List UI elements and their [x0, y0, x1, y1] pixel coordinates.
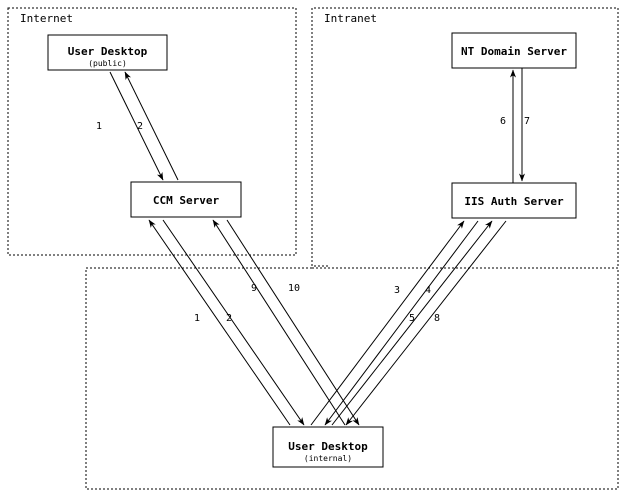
step-label-1-internal: 1 — [194, 313, 200, 324]
step-label-2-internal: 2 — [226, 313, 232, 324]
node-user-desktop-public-subtitle: (public) — [88, 59, 127, 68]
step-label-7: 7 — [524, 116, 530, 127]
flow-iis-nt-domain: 6 7 — [500, 68, 530, 183]
flow-internal-desktop-ccm-right: 9 10 — [212, 219, 360, 426]
node-user-desktop-internal-box[interactable] — [272, 426, 384, 468]
zone-internet-label: Internet — [20, 12, 73, 25]
node-user-desktop-public-title: User Desktop — [68, 45, 148, 58]
step-label-10: 10 — [288, 283, 300, 294]
zone-internal-lan — [85, 267, 619, 490]
node-user-desktop-public-box[interactable] — [47, 34, 168, 71]
flow-line-9 — [212, 219, 346, 426]
node-nt-domain-server-box[interactable] — [451, 32, 577, 69]
node-nt-domain-server[interactable]: NT Domain Server — [451, 32, 577, 69]
flow-line-2-public — [124, 71, 179, 181]
node-iis-auth-server[interactable]: IIS Auth Server — [451, 182, 577, 219]
step-label-8: 8 — [434, 313, 440, 324]
flow-line-2-internal — [162, 219, 305, 426]
step-label-6: 6 — [500, 116, 506, 127]
zone-intranet-border — [311, 7, 619, 267]
zone-internal-lan-border — [85, 267, 619, 490]
flow-line-10 — [226, 219, 360, 426]
node-user-desktop-public[interactable]: User Desktop (public) — [47, 34, 168, 71]
flow-line-5 — [331, 220, 493, 426]
step-label-5: 5 — [409, 313, 415, 324]
node-ccm-server-box[interactable] — [130, 181, 242, 218]
node-ccm-server-title: CCM Server — [153, 194, 220, 207]
step-label-1-public: 1 — [96, 121, 102, 132]
node-user-desktop-internal-title: User Desktop — [288, 440, 368, 453]
node-user-desktop-internal-subtitle: (internal) — [304, 454, 352, 463]
step-label-4: 4 — [425, 285, 431, 296]
node-user-desktop-internal[interactable]: User Desktop (internal) — [272, 426, 384, 468]
step-label-2-public: 2 — [137, 121, 143, 132]
zone-intranet: Intranet — [311, 7, 619, 267]
flow-public-desktop-ccm: 1 2 — [96, 71, 179, 181]
zone-internet: Internet — [7, 7, 297, 256]
node-nt-domain-server-title: NT Domain Server — [461, 45, 567, 58]
flow-line-8 — [345, 220, 507, 426]
flow-internal-desktop-ccm-left: 1 2 — [148, 219, 305, 426]
step-label-3: 3 — [394, 285, 400, 296]
flow-line-1-public — [109, 71, 164, 181]
flow-line-1-internal — [148, 219, 291, 426]
node-iis-auth-server-title: IIS Auth Server — [464, 195, 564, 208]
flow-internal-desktop-iis-outer: 3 4 — [310, 220, 479, 426]
flow-line-4 — [324, 220, 479, 426]
step-label-9: 9 — [251, 283, 257, 294]
node-ccm-server[interactable]: CCM Server — [130, 181, 242, 218]
zone-intranet-label: Intranet — [324, 12, 377, 25]
flow-line-3 — [310, 220, 465, 426]
flow-internal-desktop-iis-inner: 5 8 — [331, 220, 507, 426]
zone-internet-border — [7, 7, 297, 256]
node-iis-auth-server-box[interactable] — [451, 182, 577, 219]
